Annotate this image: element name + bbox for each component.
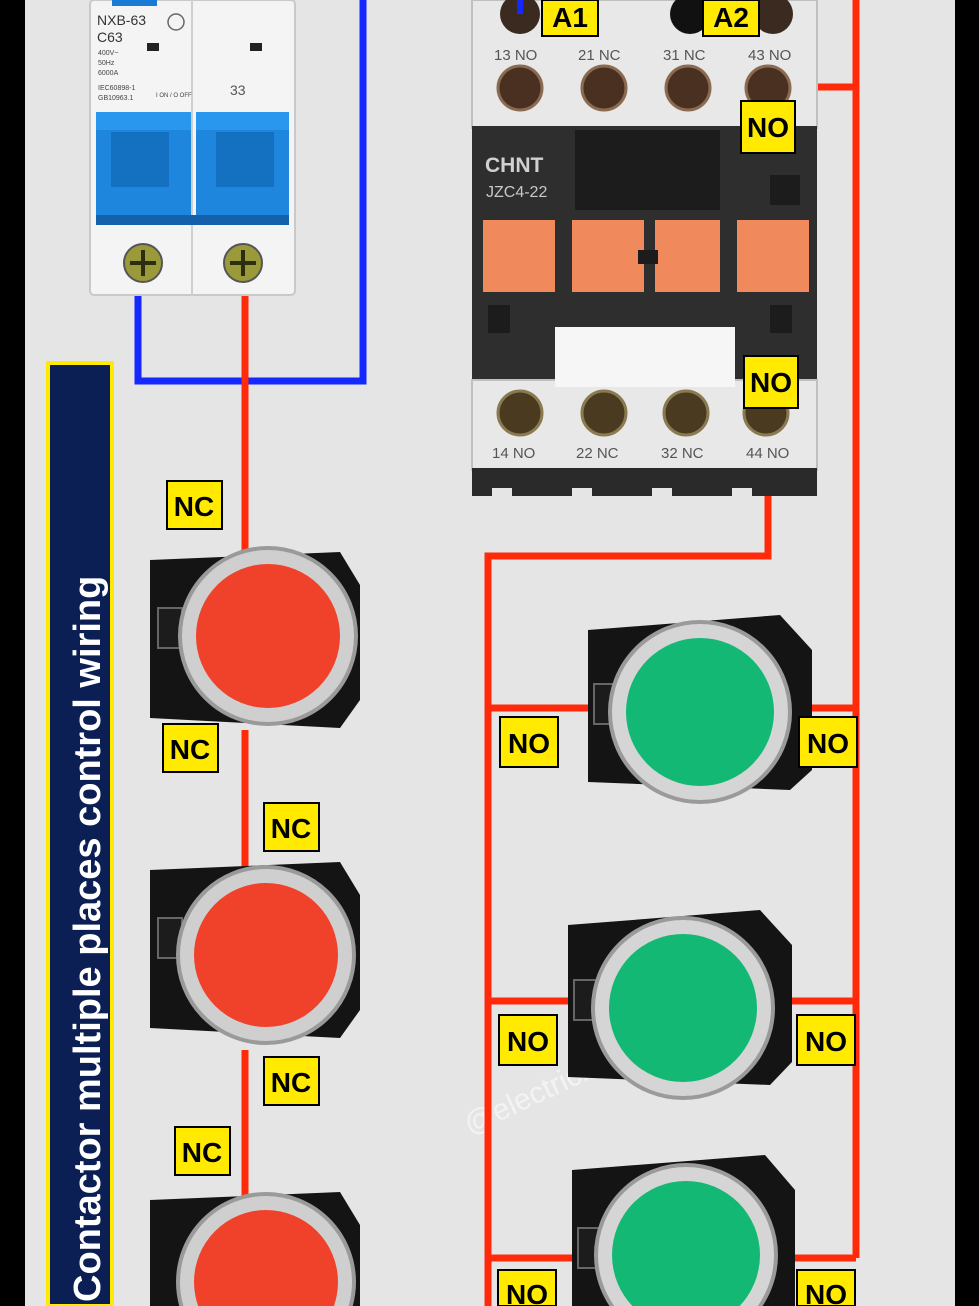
- tag-no-start2-left: NO: [498, 1014, 558, 1066]
- svg-text:NO: NO: [805, 1026, 847, 1057]
- stop-button-3[interactable]: [150, 1192, 360, 1306]
- tag-nc-stop2-top: NC: [263, 802, 320, 852]
- start-button-3[interactable]: [572, 1155, 795, 1306]
- svg-text:NC: NC: [182, 1137, 222, 1168]
- breaker-screw-right: [223, 243, 263, 283]
- tag-no-start3-right: NO: [796, 1269, 856, 1306]
- svg-text:NO: NO: [506, 1279, 548, 1306]
- terminal-44: 44 NO: [746, 445, 789, 462]
- tag-no-start2-right: NO: [796, 1014, 856, 1066]
- contact-window-2: [572, 220, 644, 292]
- breaker-model: NXB-63: [97, 12, 146, 28]
- coil-label-a2: A2: [702, 0, 760, 37]
- start-button-3-cap[interactable]: [612, 1181, 760, 1306]
- terminal-22: 22 NC: [576, 445, 619, 462]
- contactor-brand: CHNT: [485, 154, 543, 177]
- contactor-top-screws: [496, 64, 792, 112]
- svg-text:NO: NO: [747, 112, 789, 143]
- breaker-pole-code: 33: [230, 82, 246, 98]
- tag-no-43: NO: [740, 100, 796, 154]
- terminal-31: 31 NC: [663, 47, 706, 64]
- svg-text:NO: NO: [750, 367, 792, 398]
- tag-nc-stop1-top: NC: [166, 480, 223, 530]
- svg-text:NC: NC: [271, 1067, 311, 1098]
- breaker-spec-3: IEC60898-1: [98, 85, 135, 92]
- tag-no-start1-right: NO: [798, 716, 858, 768]
- svg-text:NO: NO: [805, 1279, 847, 1306]
- terminal-32: 32 NC: [661, 445, 704, 462]
- terminal-13: 13 NO: [494, 47, 537, 64]
- contactor-base: [472, 468, 817, 496]
- tag-no-start3-left: NO: [497, 1269, 557, 1306]
- title-panel: Contactor multiple places control wiring: [46, 361, 114, 1306]
- breaker-spec-4: GB10963.1: [98, 95, 134, 102]
- terminal-14: 14 NO: [492, 445, 535, 462]
- breaker-on-off: I ON / O OFF: [156, 93, 192, 99]
- start-button-2[interactable]: [568, 910, 792, 1100]
- start-button-2-cap[interactable]: [609, 934, 757, 1082]
- tag-nc-stop2-bottom: NC: [263, 1056, 320, 1106]
- stop-button-3-cap[interactable]: [194, 1210, 338, 1306]
- circuit-breaker: NXB-63 C63 400V~ 50Hz 6000A IEC60898-1 G…: [89, 0, 296, 296]
- terminal-43: 43 NO: [748, 47, 791, 64]
- stop-button-2[interactable]: [150, 862, 360, 1045]
- breaker-spec-0: 400V~: [98, 50, 118, 57]
- tag-nc-stop3-top: NC: [174, 1126, 231, 1176]
- svg-text:NC: NC: [271, 813, 311, 844]
- breaker-spec-2: 6000A: [98, 70, 119, 77]
- svg-text:NO: NO: [508, 728, 550, 759]
- svg-text:NC: NC: [170, 734, 210, 765]
- breaker-top-tab: [112, 0, 157, 6]
- contact-window-3: [655, 220, 720, 292]
- stop-button-1[interactable]: [150, 546, 360, 728]
- contactor-model: JZC4-22: [486, 184, 547, 201]
- terminal-21: 21 NC: [578, 47, 621, 64]
- breaker-screw-left: [123, 243, 163, 283]
- start-button-1[interactable]: [588, 615, 812, 804]
- contactor-label-plate: [555, 327, 735, 387]
- contact-window-1: [483, 220, 555, 292]
- start-button-1-cap[interactable]: [626, 638, 774, 786]
- breaker-spec-1: 50Hz: [98, 60, 115, 67]
- svg-text:NC: NC: [174, 491, 214, 522]
- svg-text:A1: A1: [552, 2, 588, 33]
- stop-button-2-cap[interactable]: [194, 883, 338, 1027]
- contactor: 13 NO 21 NC 31 NC 43 NO CHNT JZC4-22 14 …: [471, 0, 818, 498]
- tag-nc-stop1-bottom: NC: [162, 723, 219, 773]
- breaker-cert-icon: [167, 13, 185, 31]
- svg-text:NO: NO: [507, 1026, 549, 1057]
- blue-wire: [134, 0, 367, 385]
- tag-no-start1-left: NO: [499, 716, 559, 768]
- svg-text:A2: A2: [713, 2, 749, 33]
- contact-window-4: [737, 220, 809, 292]
- diagram-title: Contactor multiple places control wiring: [67, 576, 109, 1302]
- breaker-rating: C63: [97, 29, 123, 45]
- coil-label-a1: A1: [541, 0, 599, 37]
- tag-no-44: NO: [743, 355, 799, 409]
- title-panel-bg: [46, 361, 114, 1306]
- stop-button-1-cap[interactable]: [196, 564, 340, 708]
- svg-text:NO: NO: [807, 728, 849, 759]
